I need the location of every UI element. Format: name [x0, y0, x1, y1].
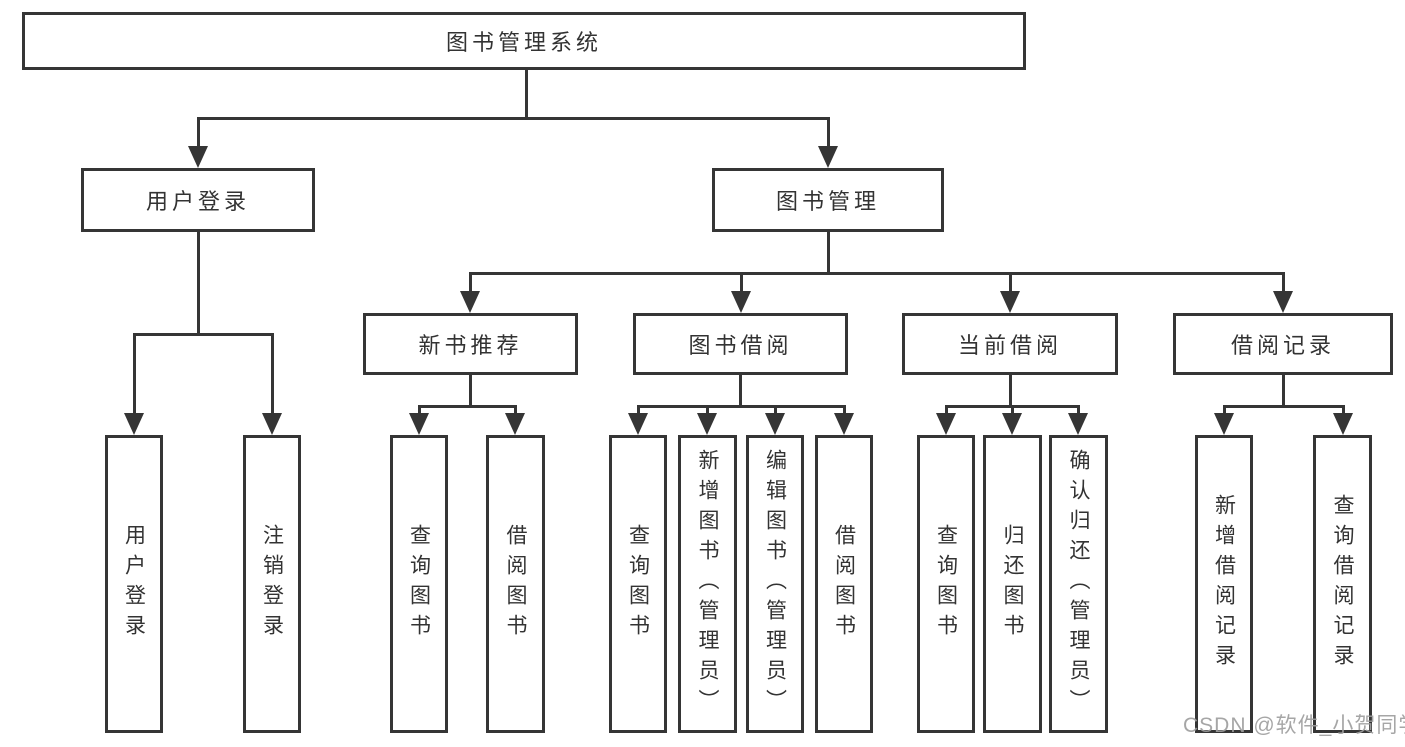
connector-leaf-drop — [773, 405, 777, 419]
connector-level3-drop — [739, 272, 743, 294]
connector-bar — [636, 405, 846, 408]
connector-leaf-drop — [513, 405, 517, 419]
arrowhead-icon — [262, 413, 282, 435]
arrowhead-icon — [628, 413, 648, 435]
node-borrow-records: 借阅记录 — [1173, 313, 1393, 375]
connector-leaf-drop — [1076, 405, 1080, 419]
node-user-login: 用户登录 — [81, 168, 315, 232]
connector-user-login-stem — [196, 232, 200, 336]
connector-leaf-drop — [417, 405, 421, 419]
connector-level3-bar — [468, 272, 1285, 275]
node-root-label: 图书管理系统 — [445, 30, 602, 55]
connector-leaf-drop — [944, 405, 948, 419]
connector-user-login-drop — [196, 117, 200, 149]
leaf-edit-book-admin: 编辑图书（管理员） — [746, 435, 804, 733]
arrowhead-icon — [731, 291, 751, 313]
leaf-query-books: 查询图书 — [917, 435, 975, 733]
connector-book-mgmt-stem — [826, 232, 830, 275]
csdn-watermark: CSDN @软件_小贺同学 — [1183, 714, 1405, 737]
connector-level3-drop — [1008, 272, 1012, 294]
leaf-borrow-books: 借阅图书 — [815, 435, 873, 733]
arrowhead-icon — [1000, 291, 1020, 313]
leaf-confirm-return-admin: 确认归还（管理员） — [1049, 435, 1108, 733]
arrowhead-icon — [188, 146, 208, 168]
node-label: 新书推荐 — [418, 333, 523, 358]
node-user-login-label: 用户登录 — [145, 189, 250, 214]
connector-user-login-bar — [132, 333, 274, 336]
connector-stem — [1281, 375, 1285, 408]
node-book-management: 图书管理 — [712, 168, 944, 232]
leaf-label: 查询图书 — [407, 524, 431, 644]
leaf-add-borrow-record: 新增借阅记录 — [1195, 435, 1253, 733]
connector-stem — [1008, 375, 1012, 408]
node-root: 图书管理系统 — [22, 12, 1026, 70]
connector-stem — [739, 375, 742, 408]
leaf-logout: 注销登录 — [243, 435, 301, 733]
leaf-label: 归还图书 — [1001, 524, 1024, 644]
connector-bar — [417, 405, 517, 408]
connector-leaf-drop — [270, 333, 274, 417]
connector-leaf-drop — [842, 405, 846, 419]
connector-leaf-drop — [132, 333, 136, 417]
leaf-label: 编辑图书（管理员） — [763, 449, 787, 719]
arrowhead-icon — [124, 413, 144, 435]
leaf-label: 新增图书（管理员） — [696, 449, 719, 719]
arrowhead-icon — [505, 413, 525, 435]
arrowhead-icon — [1214, 413, 1234, 435]
node-book-borrow: 图书借阅 — [633, 313, 848, 375]
arrowhead-icon — [765, 413, 785, 435]
node-book-management-label: 图书管理 — [775, 189, 880, 214]
leaf-user-login: 用户登录 — [105, 435, 163, 733]
arrowhead-icon — [1333, 413, 1353, 435]
node-current-borrow: 当前借阅 — [902, 313, 1118, 375]
leaf-label: 确认归还（管理员） — [1067, 449, 1090, 719]
connector-leaf-drop — [705, 405, 709, 419]
leaf-label: 查询图书 — [934, 524, 958, 644]
arrowhead-icon — [460, 291, 480, 313]
connector-stem — [468, 375, 472, 408]
connector-bar — [1222, 405, 1344, 408]
leaf-query-borrow-record: 查询借阅记录 — [1313, 435, 1372, 733]
leaf-label: 借阅图书 — [504, 524, 527, 644]
connector-level3-drop — [468, 272, 472, 294]
leaf-label: 用户登录 — [122, 524, 146, 644]
connector-leaf-drop — [1222, 405, 1226, 419]
node-label: 当前借阅 — [957, 333, 1062, 358]
connector-level3-drop — [1281, 272, 1285, 294]
connector-leaf-drop — [636, 405, 640, 419]
node-label: 借阅记录 — [1230, 333, 1335, 358]
leaf-label: 查询借阅记录 — [1331, 494, 1354, 674]
leaf-query-books: 查询图书 — [390, 435, 448, 733]
leaf-return-books: 归还图书 — [983, 435, 1042, 733]
arrowhead-icon — [1273, 291, 1293, 313]
leaf-add-book-admin: 新增图书（管理员） — [678, 435, 737, 733]
connector-book-mgmt-drop — [826, 117, 830, 149]
arrowhead-icon — [1002, 413, 1022, 435]
node-new-book-recommend: 新书推荐 — [363, 313, 578, 375]
connector-level2-bar — [196, 117, 830, 120]
node-label: 图书借阅 — [688, 333, 793, 358]
arrowhead-icon — [834, 413, 854, 435]
connector-leaf-drop — [1010, 405, 1014, 419]
leaf-label: 新增借阅记录 — [1212, 494, 1236, 674]
leaf-label: 借阅图书 — [832, 524, 856, 644]
arrowhead-icon — [936, 413, 956, 435]
leaf-label: 注销登录 — [260, 524, 284, 644]
leaf-borrow-books: 借阅图书 — [486, 435, 545, 733]
arrowhead-icon — [409, 413, 429, 435]
arrowhead-icon — [818, 146, 838, 168]
arrowhead-icon — [1068, 413, 1088, 435]
connector-leaf-drop — [1341, 405, 1345, 419]
leaf-label: 查询图书 — [626, 524, 650, 644]
connector-root-stem — [525, 70, 528, 119]
leaf-query-books: 查询图书 — [609, 435, 667, 733]
arrowhead-icon — [697, 413, 717, 435]
